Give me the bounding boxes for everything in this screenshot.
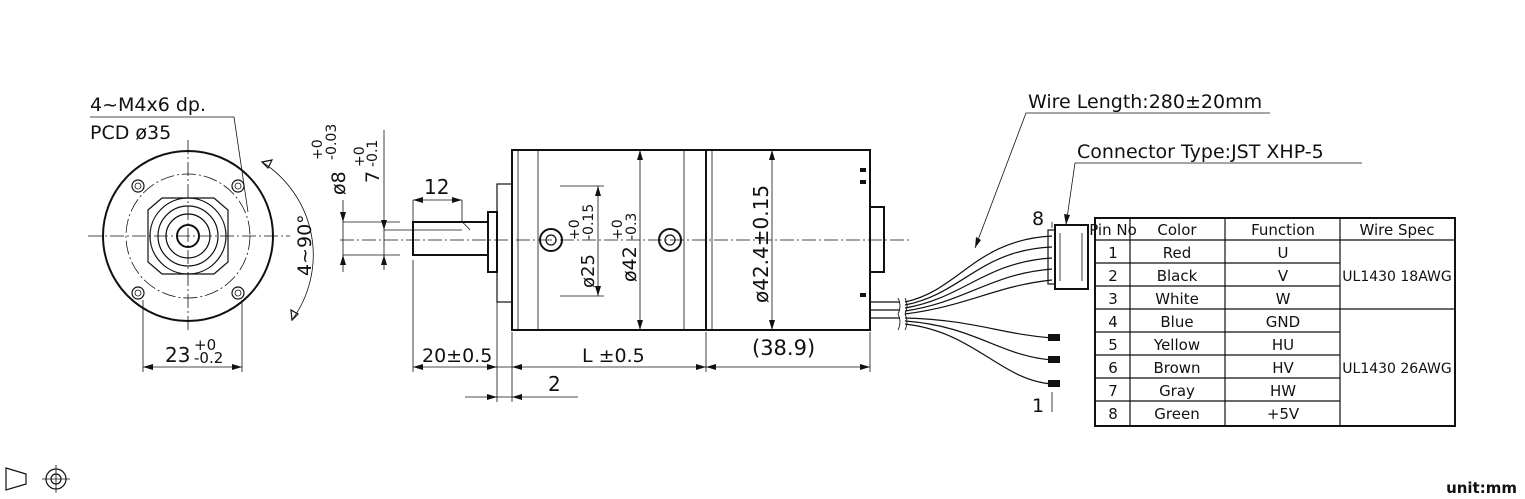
pilot-tol-lower: -0.15 [581,204,597,240]
table-header-function: Function [1251,221,1315,239]
table-cell-pin: 2 [1108,267,1118,285]
table-cell-pin: 7 [1108,382,1118,400]
pilot-dia-label: ø25 [578,254,599,288]
flange-tol-upper: +0 [194,336,216,354]
flat-tol-upper: +0 [352,146,368,167]
gearbox-length-label: L ±0.5 [582,345,645,367]
unit-label: unit:mm [1446,479,1517,497]
table-cell-function: HW [1270,382,1296,400]
pilot-tol-upper: +0 [567,219,583,240]
table-cell-function: HU [1272,336,1294,354]
angle-label: 4~90° [294,214,316,276]
table-cell-pin: 1 [1108,244,1118,262]
table-cell-color: White [1155,290,1199,308]
table-cell-function: U [1278,244,1289,262]
table-cell-pin: 3 [1108,290,1118,308]
shaft-dia-label: ø8 [328,171,350,195]
table-header-wire-spec: Wire Spec [1359,221,1434,239]
shaft-length-label: 20±0.5 [422,345,492,367]
wire-length-label: Wire Length:280±20mm [1028,91,1262,113]
wire-harness: 8 1 Wire Length:280±20mm Connector Type:… [904,91,1362,417]
table-cell-color: Yellow [1153,336,1200,354]
pin-8-label: 8 [1032,208,1044,230]
table-cell-pin: 5 [1108,336,1118,354]
front-view: 4~M4x6 dp. PCD ø35 4~90° 23 +0 -0.2 [88,94,316,372]
table-cell-function: V [1278,267,1289,285]
table-cell-color: Black [1157,267,1198,285]
table-cell-pin: 8 [1108,405,1118,423]
table-cell-color: Gray [1159,382,1195,400]
shaft-dia-tol-upper: +0 [310,139,326,160]
holes-label: 4~M4x6 dp. [90,94,206,116]
motor-dia-label: ø42.4±0.15 [749,185,773,303]
table-cell-color: Red [1163,244,1192,262]
table-cell-color: Blue [1160,313,1193,331]
flat-label: 7 [362,171,384,183]
flat-tol-lower: -0.1 [365,140,381,167]
table-cell-color: Green [1154,405,1199,423]
motor-length-label: (38.9) [752,336,815,360]
table-cell-function: +5V [1267,405,1300,423]
wire-spec-18awg: UL1430 18AWG [1342,269,1451,285]
table-cell-pin: 6 [1108,359,1118,377]
gear-dia-label: ø42 [619,246,641,282]
table-cell-pin: 4 [1108,313,1118,331]
side-view: ø8 +0 -0.03 7 +0 -0.1 12 ø25 +0 -0.15 ø4… [310,124,910,402]
gear-tol-upper: +0 [610,219,626,240]
connector-label: Connector Type:JST XHP-5 [1077,141,1324,163]
pin-table: Pin No Color Function Wire Spec 1 Red U … [1089,217,1456,427]
flange-width-label: 23 [165,343,190,367]
pilot-length-label: 2 [548,372,561,396]
third-angle-projection-icon [5,465,70,493]
shaft-dia-tol-lower: -0.03 [324,124,340,160]
key-length-label: 12 [424,175,449,199]
table-cell-function: GND [1266,313,1300,331]
flange-tol-lower: -0.2 [194,349,223,367]
table-cell-color: Brown [1153,359,1200,377]
gear-tol-lower: -0.3 [624,213,640,240]
table-header-color: Color [1157,221,1197,239]
table-cell-function: W [1276,290,1291,308]
table-header-pin: Pin No [1089,221,1137,239]
wire-spec-26awg: UL1430 26AWG [1342,361,1451,377]
pin-1-label: 1 [1032,395,1044,417]
table-cell-function: HV [1272,359,1294,377]
pcd-label: PCD ø35 [90,122,171,144]
